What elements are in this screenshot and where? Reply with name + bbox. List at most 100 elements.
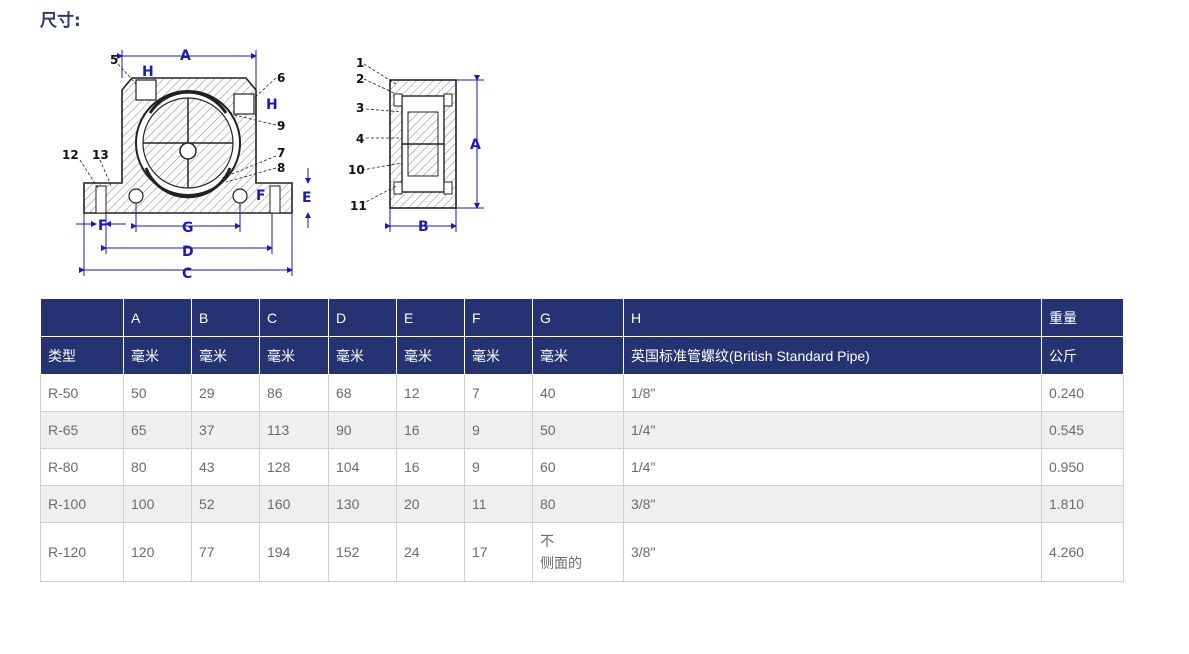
table-cell: 80 [123, 448, 192, 486]
dim-label-g: G [182, 220, 194, 236]
dim-label-h-top: H [142, 64, 154, 80]
table-cell: 11 [464, 485, 533, 523]
table-cell: 9 [464, 448, 533, 486]
table-cell: 194 [259, 522, 329, 582]
header-cell: H [623, 298, 1042, 337]
table-cell: 50 [123, 374, 192, 412]
header-cell: 毫米 [328, 336, 397, 375]
dim-label-a-front: A [180, 48, 191, 64]
part-label-3: 3 [356, 101, 364, 115]
header-cell: 毫米 [464, 336, 533, 375]
dimensions-table: A B C D E F G H 重量 类型 毫米 毫米 毫米 毫米 毫米 毫米 … [40, 298, 1124, 582]
dim-label-c: C [182, 266, 192, 282]
part-label-1: 1 [356, 56, 364, 70]
table-cell: 130 [328, 485, 397, 523]
header-cell: 毫米 [123, 336, 192, 375]
g-note-line-2: 侧面的 [540, 555, 582, 571]
table-cell: 3/8" [623, 485, 1042, 523]
header-cell [40, 298, 124, 337]
header-cell: 公斤 [1041, 336, 1124, 375]
header-cell: 毫米 [259, 336, 329, 375]
header-cell: E [396, 298, 465, 337]
header-cell: 毫米 [532, 336, 624, 375]
side-view [389, 79, 457, 209]
part-label-6: 6 [277, 71, 285, 85]
leader-lines [79, 63, 403, 205]
table-cell: 120 [123, 522, 192, 582]
table-cell: 40 [532, 374, 624, 412]
part-label-11: 11 [350, 199, 367, 213]
table-cell: 52 [191, 485, 260, 523]
part-label-7: 7 [277, 146, 285, 160]
page-title: 尺寸: [40, 11, 81, 31]
table-cell: 16 [396, 448, 465, 486]
table-cell: 50 [532, 411, 624, 449]
table-cell: 7 [464, 374, 533, 412]
table-cell: 100 [123, 485, 192, 523]
front-view [83, 77, 293, 214]
header-cell: D [328, 298, 397, 337]
table-cell: 3/8" [623, 522, 1042, 582]
technical-drawing: A H H F E F G D C A B 5 6 9 7 8 12 13 1 … [62, 48, 484, 282]
table-cell: R-100 [40, 485, 124, 523]
table-cell: 0.950 [1041, 448, 1124, 486]
table-cell: 1.810 [1041, 485, 1124, 523]
table-cell: 90 [328, 411, 397, 449]
table-cell: 60 [532, 448, 624, 486]
table-cell: 68 [328, 374, 397, 412]
table-cell: 65 [123, 411, 192, 449]
header-cell: C [259, 298, 329, 337]
part-label-4: 4 [356, 132, 364, 146]
part-label-13: 13 [92, 148, 109, 162]
dim-label-d: D [182, 244, 194, 260]
table-cell: 77 [191, 522, 260, 582]
part-label-2: 2 [356, 72, 364, 86]
dimension-drawing: A H H F E F G D C A B 5 6 9 7 8 12 13 1 … [50, 48, 500, 288]
table-cell: 0.240 [1041, 374, 1124, 412]
header-cell: 英国标准管螺纹(British Standard Pipe) [623, 336, 1042, 375]
table-row: R-80 80 43 128 104 16 9 60 1/4" 0.950 [40, 448, 1124, 486]
table-cell: 16 [396, 411, 465, 449]
table-cell: 12 [396, 374, 465, 412]
table-cell: 160 [259, 485, 329, 523]
dimension-lines [76, 50, 484, 276]
table-cell: 80 [532, 485, 624, 523]
table-cell: 9 [464, 411, 533, 449]
table-cell: 24 [396, 522, 465, 582]
table-cell: 37 [191, 411, 260, 449]
table-header-row-letters: A B C D E F G H 重量 [40, 298, 1124, 337]
header-cell: F [464, 298, 533, 337]
g-note-line-1: 不 [540, 533, 554, 549]
table-cell-g-note: 不 侧面的 [532, 522, 624, 582]
header-cell: 类型 [40, 336, 124, 375]
table-cell: R-120 [40, 522, 124, 582]
header-cell: B [191, 298, 260, 337]
dim-label-f-right: F [256, 188, 266, 204]
dim-label-h-right: H [266, 97, 278, 113]
part-label-5: 5 [110, 53, 118, 67]
table-row: R-65 65 37 113 90 16 9 50 1/4" 0.545 [40, 411, 1124, 449]
header-cell: 毫米 [191, 336, 260, 375]
part-label-10: 10 [348, 163, 365, 177]
dim-label-f-bottom: F [98, 218, 108, 234]
table-cell: 29 [191, 374, 260, 412]
table-cell: 4.260 [1041, 522, 1124, 582]
header-cell: 重量 [1041, 298, 1124, 337]
table-cell: 113 [259, 411, 329, 449]
part-label-9: 9 [277, 119, 285, 133]
table-cell: R-80 [40, 448, 124, 486]
header-cell: A [123, 298, 192, 337]
part-label-8: 8 [277, 161, 285, 175]
part-label-12: 12 [62, 148, 79, 162]
table-cell: 17 [464, 522, 533, 582]
table-cell: R-50 [40, 374, 124, 412]
table-cell: 1/4" [623, 411, 1042, 449]
table-cell: R-65 [40, 411, 124, 449]
table-cell: 152 [328, 522, 397, 582]
table-cell: 128 [259, 448, 329, 486]
table-cell: 0.545 [1041, 411, 1124, 449]
table-cell: 86 [259, 374, 329, 412]
header-cell: G [532, 298, 624, 337]
table-cell: 1/8" [623, 374, 1042, 412]
header-cell: 毫米 [396, 336, 465, 375]
